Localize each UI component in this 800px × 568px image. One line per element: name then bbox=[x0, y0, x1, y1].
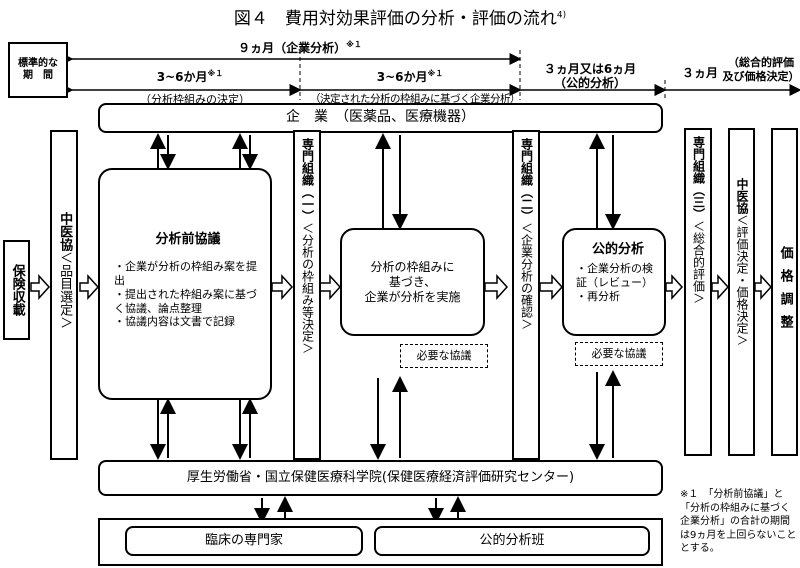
pre-analysis-title: 分析前協議 bbox=[155, 232, 221, 247]
chuikyo-decision-sub: ＜評価決定・価格決定＞ bbox=[735, 214, 749, 346]
chuikyo-selection-title: 中医協 bbox=[57, 212, 73, 251]
expert-org-2-box: 専門組織（二）＜企業分析の確認＞ bbox=[512, 130, 540, 460]
public-analysis-title: 公的分析 bbox=[591, 242, 644, 257]
price-adjustment-box: 価格調整 bbox=[771, 128, 798, 456]
expert-org-2-sub: ＜企業分析の確認＞ bbox=[519, 222, 534, 330]
timeline-seg4-label: ３ヵ月 bbox=[681, 66, 718, 80]
consultation-dashed-label-2: 必要な協議 bbox=[591, 347, 647, 361]
consultation-dashed-box-2: 必要な協議 bbox=[575, 342, 663, 366]
timeline-seg2: 3~6か月 bbox=[376, 70, 428, 84]
timeline-seg2-sub: （決定された分析の枠組みに基づく企業分析） bbox=[310, 93, 521, 105]
title-text: 図４ 費用対効果評価の分析・評価の流れ bbox=[233, 9, 557, 29]
public-analysis-box: 公的分析 ・企業分析の検証（レビュー） ・再分析 bbox=[562, 228, 666, 336]
consultation-dashed-label-1: 必要な協議 bbox=[416, 349, 472, 363]
insurance-listing-box: 保険収載 bbox=[3, 240, 30, 340]
expert-org-1-box: 専門組織（一）＜分析の枠組み等決定＞ bbox=[293, 130, 321, 460]
expert-org-1-text: 専門組織（一）＜分析の枠組み等決定＞ bbox=[300, 138, 315, 458]
company-analysis-label: 分析の枠組みに 基づき、 企業が分析を実施 bbox=[364, 259, 461, 304]
public-analysis-item: ・再分析 bbox=[576, 289, 620, 303]
chuikyo-decision-box: 中医協＜評価決定・価格決定＞ bbox=[728, 128, 755, 456]
company-analysis-box: 分析の枠組みに 基づき、 企業が分析を実施 bbox=[340, 228, 485, 336]
pre-analysis-consultation-box: 分析前協議 ・企業が分析の枠組み案を提出 ・提出された枠組み案に基づく協議、論点… bbox=[98, 168, 272, 400]
chuikyo-selection-text: 中医協＜品目選定＞ bbox=[56, 212, 72, 458]
footnote: ※１ 「分析前協議」と「分析の枠組みに基づく企業分析」の合計の期間は9ヵ月を上回… bbox=[680, 489, 797, 554]
insurance-listing-label: 保険収載 bbox=[9, 264, 25, 316]
expert-org-2-title: 専門組織（二） bbox=[519, 138, 534, 222]
timeline-seg1-sub: （分析枠組みの決定） bbox=[140, 93, 250, 106]
expert-org-1-title: 専門組織（一） bbox=[300, 138, 315, 222]
title-superscript: 4) bbox=[556, 10, 567, 21]
pre-analysis-item: ・企業が分析の枠組み案を提出 bbox=[114, 260, 257, 287]
expert-org-2-text: 専門組織（二）＜企業分析の確認＞ bbox=[519, 138, 534, 458]
company-bar-label: 企 業 （医薬品、医療機器） bbox=[286, 109, 475, 126]
expert-org-3-title: 専門組織（三） bbox=[691, 136, 706, 220]
chuikyo-decision-text: 中医協＜評価決定・価格決定＞ bbox=[734, 178, 749, 454]
price-adjustment-label: 価格調整 bbox=[777, 246, 793, 338]
timeline-seg3-label: ３ヵ月又は6ヵ月 bbox=[543, 62, 637, 76]
timeline-seg2-label: 3~6か月※１ bbox=[350, 69, 470, 85]
timeline-seg4-side: （総合的評価 及び価格決定） bbox=[722, 56, 800, 83]
timeline-total-label: ９ヵ月（企業分析）※１ bbox=[190, 40, 410, 56]
chuikyo-selection-sub: ＜品目選定＞ bbox=[57, 251, 73, 329]
timeline-seg1-label: 3~6か月※１ bbox=[130, 69, 250, 85]
expert-org-3-text: 専門組織（三）＜総合的評価＞ bbox=[691, 136, 706, 454]
standard-period-label: 標準的な 期 間 bbox=[18, 57, 58, 82]
public-analysis-team-box: 公的分析班 bbox=[374, 526, 650, 556]
public-analysis-team-label: 公的分析班 bbox=[479, 532, 545, 548]
timeline-seg1: 3~6か月 bbox=[156, 70, 208, 84]
timeline-seg3-sub: （公的分析） bbox=[553, 76, 626, 90]
clinical-experts-box: 臨床の専門家 bbox=[125, 526, 363, 556]
pre-analysis-item: ・提出された枠組み案に基づく協議、論点整理 bbox=[114, 287, 257, 315]
chuikyo-selection-box: 中医協＜品目選定＞ bbox=[50, 130, 78, 460]
ministry-bar-label: 厚生労働省・国立保健医療科学院(保健医療経済評価研究センター) bbox=[186, 469, 575, 485]
company-bar: 企 業 （医薬品、医療機器） bbox=[98, 103, 663, 133]
timeline-total-note: ※１ bbox=[346, 40, 362, 49]
pre-analysis-item: ・協議内容は文書で記録 bbox=[114, 315, 235, 329]
expert-org-3-sub: ＜総合的評価＞ bbox=[691, 220, 706, 304]
expert-org-3-box: 専門組織（三）＜総合的評価＞ bbox=[684, 128, 712, 456]
standard-period-box: 標準的な 期 間 bbox=[8, 42, 68, 98]
clinical-experts-label: 臨床の専門家 bbox=[204, 532, 283, 548]
diagram-title: 図４ 費用対効果評価の分析・評価の流れ4) bbox=[0, 4, 800, 29]
timeline-total: ９ヵ月（企業分析） bbox=[238, 41, 347, 55]
ministry-bar: 厚生労働省・国立保健医療科学院(保健医療経済評価研究センター) bbox=[98, 460, 663, 496]
public-analysis-item: ・企業分析の検証（レビュー） bbox=[576, 262, 653, 289]
expert-org-1-sub: ＜分析の枠組み等決定＞ bbox=[300, 222, 315, 354]
timeline-seg1-note: ※１ bbox=[207, 69, 224, 78]
timeline-seg2-note: ※１ bbox=[427, 69, 444, 78]
consultation-dashed-box-1: 必要な協議 bbox=[400, 344, 488, 368]
chuikyo-decision-title: 中医協 bbox=[735, 178, 749, 214]
